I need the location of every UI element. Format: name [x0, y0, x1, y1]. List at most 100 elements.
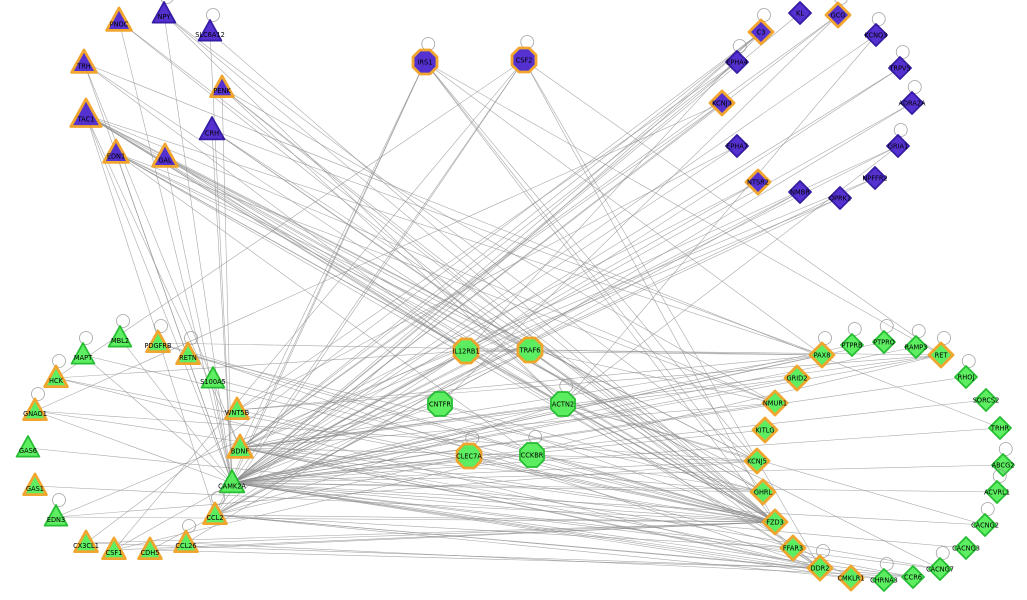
self-loop-edge — [935, 546, 950, 560]
node-PNOC[interactable]: PNOC — [105, 6, 133, 32]
edge-NMBR-CAMK2A — [231, 191, 801, 484]
node-shape-triangle — [218, 469, 246, 494]
edge-GAL-KCNJ5 — [164, 156, 758, 462]
node-TRAF6[interactable]: TRAF6 — [516, 336, 544, 364]
edge-NPY-FZD3 — [163, 13, 776, 523]
edge-GRIA1-CAMK2A — [231, 145, 899, 484]
edge-EDN1-CCKBR — [115, 152, 533, 456]
node-CNTFR[interactable]: CNTFR — [427, 391, 453, 417]
node-PENK[interactable]: PENK — [209, 74, 235, 99]
self-loop-edge — [893, 123, 908, 137]
node-ACVRL1[interactable]: ACVRL1 — [984, 469, 1010, 504]
node-shape-triangle — [105, 6, 133, 32]
node-KCNQ3[interactable]: KCNQ3 — [864, 12, 888, 47]
node-TRH[interactable]: TRH — [70, 48, 98, 74]
node-ABCG2[interactable]: ABCG2 — [991, 442, 1015, 477]
node-EPHA7[interactable]: EPHA7 — [725, 134, 749, 158]
node-CACNG2[interactable]: CACNG2 — [971, 502, 999, 537]
edge-GAS6-FZD3 — [27, 447, 776, 523]
edge-EDN3-KCNJ5 — [55, 460, 758, 518]
node-OPRK1[interactable]: OPRK1 — [828, 186, 852, 210]
edge-NPY-KCNJ5 — [163, 13, 758, 462]
edge-GRIA1-ACTN2 — [562, 145, 899, 405]
edge-GCG-CNTFR — [439, 14, 839, 405]
node-CACNG3[interactable]: CACNG3 — [952, 536, 980, 560]
edge-CAMK2A-DDR2 — [231, 482, 821, 569]
node-GAS1[interactable]: GAS1 — [22, 472, 48, 497]
node-NMUR1[interactable]: NMUR1 — [761, 389, 789, 417]
node-shape-diamond — [828, 186, 852, 210]
node-shape-diamond — [743, 447, 771, 475]
node-CX3CL1[interactable]: CX3CL1 — [73, 529, 99, 554]
node-IRS1[interactable]: IRS1 — [411, 37, 439, 76]
node-HCK[interactable]: HCK — [43, 354, 69, 389]
node-TRPV5[interactable]: TRPV5 — [888, 45, 912, 80]
node-RAMP3[interactable]: RAMP3 — [904, 324, 928, 359]
node-CCKBR[interactable]: CCKBR — [519, 430, 545, 468]
node-shape-triangle — [173, 529, 199, 554]
edge-CAMK2A-RET — [231, 354, 942, 484]
edge-PDGFRB-FZD3 — [157, 342, 776, 523]
edge-CAMK2A-ABCG2 — [231, 464, 1004, 484]
self-loop-edge — [847, 322, 862, 336]
node-CRH[interactable]: CRH — [198, 116, 226, 141]
edge-CSF2-RET — [523, 59, 942, 356]
edge-CRH-GHRL — [211, 129, 764, 493]
edge-CSF2-FZD3 — [523, 59, 776, 523]
node-CCR6[interactable]: CCR6 — [901, 565, 925, 589]
node-PAX8[interactable]: PAX8 — [808, 331, 836, 369]
node-PTPRO[interactable]: PTPRO — [872, 319, 896, 354]
node-RHOJ[interactable]: RHOJ — [954, 354, 978, 389]
node-MAPT[interactable]: MAPT — [70, 331, 96, 365]
node-EDN3[interactable]: EDN3 — [43, 493, 69, 527]
node-PDGFRB[interactable]: PDGFRB — [144, 319, 172, 354]
self-loop-edge — [421, 37, 436, 51]
node-shape-triangle — [137, 536, 163, 561]
node-PTPRB[interactable]: PTPRB — [840, 322, 864, 357]
node-NTSR2[interactable]: NTSR2 — [744, 168, 772, 196]
node-SLC6A12[interactable]: SLC6A12 — [195, 8, 225, 42]
node-TRHR[interactable]: TRHR — [988, 416, 1012, 440]
node-shape-diamond — [788, 180, 812, 204]
node-shape-triangle — [175, 341, 201, 366]
edge-CNTFR-BDNF — [239, 403, 441, 449]
node-GRID2[interactable]: GRID2 — [783, 364, 811, 392]
node-shape-diamond — [708, 89, 736, 117]
node-IL12RB1[interactable]: IL12RB1 — [452, 337, 480, 365]
edge-GNAO1-FZD3 — [34, 410, 776, 523]
node-SORCS2[interactable]: SORCS2 — [973, 388, 1000, 412]
edge-SLC6A12-FZD3 — [209, 31, 776, 523]
edge-PENK-ACTN2 — [221, 87, 564, 405]
self-loop-edge — [818, 331, 832, 345]
node-CSF2[interactable]: CSF2 — [510, 35, 538, 74]
edge-CNTFR-CAMK2A — [231, 403, 441, 484]
edge-IRS1-CAMK2A — [231, 61, 426, 484]
edge-GAL-CAMK2A — [164, 156, 233, 484]
self-loop-edge — [211, 491, 225, 505]
node-GAL[interactable]: GAL — [151, 142, 179, 168]
node-KITLG[interactable]: KITLG — [751, 416, 779, 444]
edge-CAMK2A-SORCS2 — [231, 399, 987, 484]
node-GAS6[interactable]: GAS6 — [15, 435, 41, 458]
node-KCNJ5[interactable]: KCNJ5 — [743, 447, 771, 475]
node-shape-diamond — [824, 1, 852, 29]
node-shape-triangle — [101, 536, 127, 561]
self-loop-edge — [879, 319, 894, 333]
node-MBL2[interactable]: MBL2 — [107, 314, 133, 348]
node-TAC1[interactable]: TAC1 — [69, 97, 103, 128]
node-shape-diamond — [954, 536, 978, 560]
node-CACNG7[interactable]: CACNG7 — [926, 546, 954, 581]
edge-BDNF-FZD3 — [239, 447, 776, 523]
node-shape-triangle — [151, 1, 177, 24]
node-shape-triangle — [43, 504, 69, 527]
node-NPY[interactable]: NPY — [151, 0, 177, 24]
node-GNAO1[interactable]: GNAO1 — [22, 387, 48, 422]
edge-CSF2-CCL2 — [214, 59, 525, 516]
edge-TAC1-CCL2 — [85, 114, 216, 516]
node-KL[interactable]: KL — [788, 1, 812, 25]
edge-BDNF-GRID2 — [239, 377, 798, 449]
edge-EDN1-CAMK2A — [115, 152, 233, 484]
node-EDN1[interactable]: EDN1 — [102, 138, 130, 164]
edge-IRS1-BDNF — [239, 61, 426, 449]
